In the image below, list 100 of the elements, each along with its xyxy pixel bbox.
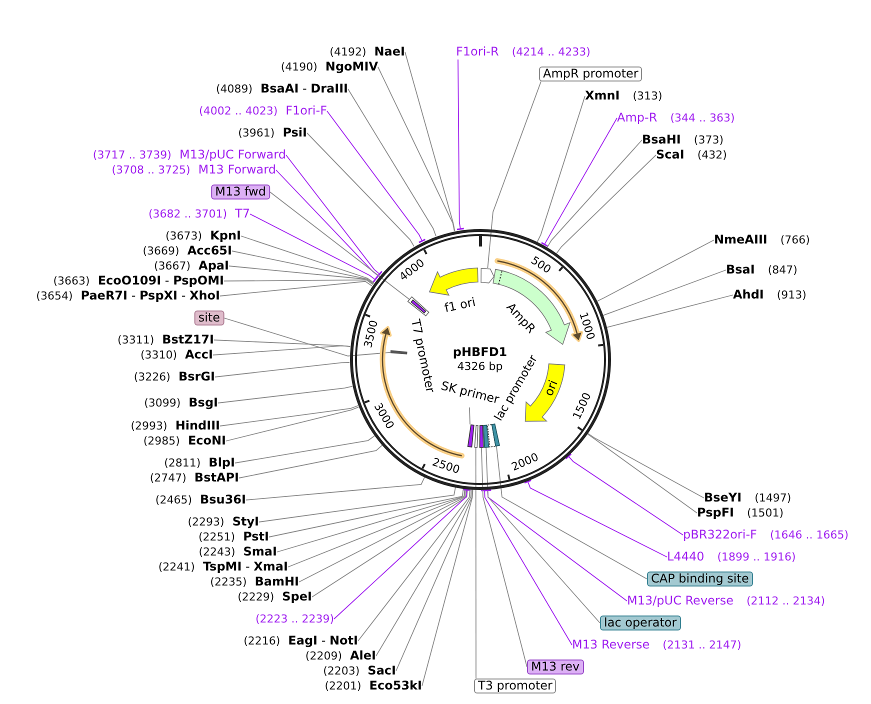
primer-position: (2112 .. 2134) xyxy=(746,594,826,608)
site-position: (3663) xyxy=(53,274,90,288)
site-position: (3961) xyxy=(238,126,275,140)
site-position: (432) xyxy=(697,148,727,162)
enzyme-name: BlpI xyxy=(208,456,235,470)
leader-line xyxy=(250,214,378,284)
enzyme-name: NmeAIII xyxy=(714,232,768,248)
site-position: (4190) xyxy=(280,60,318,74)
enzyme-name: EcoNI xyxy=(188,434,226,448)
feature-tag: M13 rev xyxy=(527,660,584,674)
tick-label: 1000 xyxy=(578,311,596,342)
primer-name: F1ori-R xyxy=(456,44,499,60)
enzyme-name: BsrGI xyxy=(178,370,215,384)
primer-name: T7 xyxy=(235,206,250,222)
site-position: (3099) xyxy=(144,396,181,410)
enzyme-name: EagI - NotI xyxy=(288,634,358,648)
leader-line xyxy=(524,480,668,558)
enzyme-name: BsaHI xyxy=(642,132,681,148)
enzyme-name: PstI xyxy=(243,530,269,544)
enzyme-name: AccI xyxy=(185,348,213,362)
feature-band xyxy=(478,424,484,448)
leader-line xyxy=(238,444,383,478)
enzyme-name: TspMI - XmaI xyxy=(202,560,288,574)
enzyme-name: EcoO109I - PspOMI xyxy=(98,274,224,288)
leader-line xyxy=(480,446,528,668)
primer-position: (3708 .. 3725) xyxy=(112,162,190,178)
enzyme-name: StyI xyxy=(232,514,259,530)
leader-line xyxy=(587,432,704,498)
site-position: (4089) xyxy=(216,82,253,96)
tick-label: 1500 xyxy=(570,390,593,421)
site-position: (1497) xyxy=(754,490,792,506)
site-position: (2229) xyxy=(238,590,274,604)
leader-line xyxy=(475,446,476,679)
leader-line xyxy=(486,446,600,624)
enzyme-name: Eco53kI xyxy=(369,678,422,694)
leader-line xyxy=(586,433,698,514)
leader-line xyxy=(212,345,351,356)
primer-name: M13 Reverse xyxy=(572,638,650,652)
site-position: (2993) xyxy=(130,418,168,434)
primer-position: (1899 .. 1916) xyxy=(717,550,796,564)
site-position: (3311) xyxy=(118,332,154,348)
enzyme-name: NgoMIV xyxy=(325,60,378,74)
feature-name: ori xyxy=(542,378,560,398)
site-position: (3669) xyxy=(142,244,180,258)
leader-line xyxy=(258,486,456,522)
enzyme-name: AleI xyxy=(350,648,376,664)
leader-line xyxy=(232,250,374,284)
site-position: (2209) xyxy=(305,648,342,664)
feature-band xyxy=(490,422,500,446)
primer-position: (3717 .. 3739) xyxy=(92,148,172,162)
site-position: (373) xyxy=(694,132,724,148)
enzyme-name: HindIII xyxy=(175,418,220,434)
site-position: (913) xyxy=(776,288,806,302)
feature-tag: M13 fwd xyxy=(211,184,270,200)
tick-label: 2000 xyxy=(510,450,540,472)
primer-position: (4002 .. 4023) xyxy=(199,104,278,118)
site-position: (2747) xyxy=(150,470,186,486)
leader-line xyxy=(596,240,714,302)
enzyme-name: AhdI xyxy=(733,288,764,302)
leader-line xyxy=(224,318,391,356)
enzyme-name: KpnI xyxy=(210,228,241,244)
leader-line xyxy=(404,52,456,232)
tick-label: 2500 xyxy=(430,456,461,476)
feature-band xyxy=(466,424,474,447)
enzyme-name: BstZ17I xyxy=(162,332,214,348)
site-position: (3226) xyxy=(134,370,170,384)
enzyme-name: BstAPI xyxy=(194,470,239,486)
enzyme-name: Acc65I xyxy=(187,244,232,258)
site-position: (2985) xyxy=(143,434,180,448)
leader-line xyxy=(456,59,465,230)
enzyme-name: BamHI xyxy=(254,574,299,590)
leader-line xyxy=(306,132,414,247)
site-position: (2811) xyxy=(164,456,201,470)
feature-band xyxy=(474,424,478,448)
primer-name: Amp-R xyxy=(617,110,658,126)
enzyme-name: XmnI xyxy=(585,88,620,104)
leader-line xyxy=(536,96,586,242)
site-position: (1501) xyxy=(746,506,784,520)
leader-line xyxy=(228,266,374,284)
tick-label: 500 xyxy=(530,254,554,276)
enzyme-name: BseYI xyxy=(704,490,742,506)
feature-tag: site xyxy=(194,310,224,326)
leader-line xyxy=(220,405,359,426)
primer-position: (1646 .. 1665) xyxy=(770,528,848,542)
leader-line xyxy=(540,118,618,247)
feature-band xyxy=(480,268,494,283)
feature-tag: T3 promoter xyxy=(474,678,556,694)
tick-label: 3500 xyxy=(362,320,380,350)
enzyme-name: SmaI xyxy=(243,544,277,560)
leader-line xyxy=(218,386,353,404)
leader-line xyxy=(214,340,351,347)
leader-line xyxy=(348,88,436,237)
leader-line xyxy=(602,270,726,316)
primer-position: (2131 .. 2147) xyxy=(662,638,742,652)
enzyme-name: NaeI xyxy=(374,44,405,60)
feature-band xyxy=(410,298,426,314)
enzyme-name: PspFI xyxy=(697,506,734,520)
site-position: (766) xyxy=(780,232,810,248)
site-position: (2243) xyxy=(198,544,236,560)
leader-line xyxy=(326,110,426,244)
